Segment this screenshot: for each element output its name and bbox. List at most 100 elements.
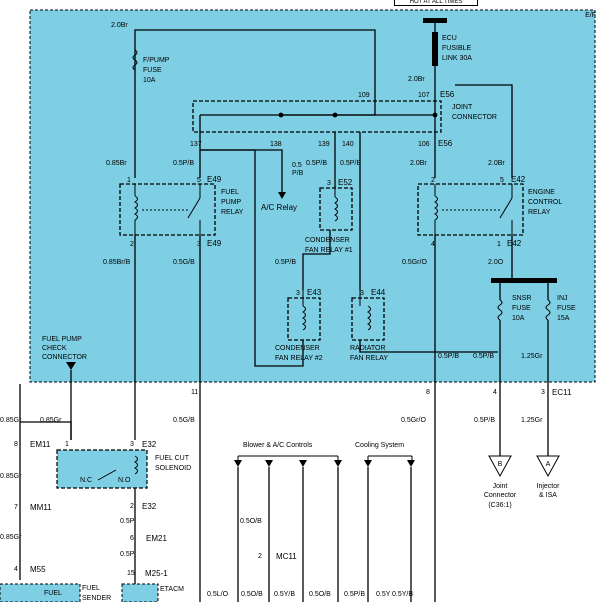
ecr-conn-bottom: E42: [507, 239, 522, 248]
conn-em21: EM21: [146, 534, 167, 543]
conn-mc11: MC11: [276, 552, 297, 561]
conn-m55: M55: [30, 565, 46, 574]
bottom-wire-3: 0.5Y/B: [274, 591, 295, 598]
wire-label-1-25gr-low: 1.25Gr: [521, 417, 543, 424]
fuel-sender-label-1: FUEL: [82, 585, 100, 592]
cfr1-label-2: FAN RELAY #1: [305, 247, 353, 254]
fuel-box-label-1: FUEL: [44, 590, 62, 597]
engine-compartment-area: [29, 9, 596, 383]
wire-label-2-0br-ecu: 2.0Br: [408, 76, 425, 83]
snsr-label-3: 10A: [512, 315, 525, 322]
wire-label-0-85gr-l3: 0.85Gr: [0, 473, 22, 480]
wire-label-0-5pb-bot1: 0.5P/B: [438, 353, 459, 360]
fpr-conn-top: E49: [207, 175, 222, 184]
ground-a-label-1: Injector: [537, 483, 561, 490]
snsr-label-2: FUSE: [512, 305, 531, 312]
snsr-fuse: [497, 299, 503, 321]
ecu-link-label-1: ECU: [442, 35, 457, 42]
ecu-fusible-link: [432, 32, 438, 66]
fuel-pump-relay: [119, 183, 216, 236]
wire-label-2-0br-e42: 2.0Br: [488, 160, 505, 167]
wire-label-2-0br-106: 2.0Br: [410, 160, 427, 167]
wire-label-0-5pb-139: 0.5P/B: [306, 160, 327, 167]
condenser-fan-relay-2: [287, 297, 321, 341]
ecr-pin-5: 5: [500, 177, 504, 184]
mc11-pin: 2: [258, 553, 262, 560]
radiator-fan-relay: [351, 297, 385, 341]
e32-pin-3: 3: [130, 441, 134, 448]
rfr-label-2: FAN RELAY: [350, 355, 388, 362]
conn-e32-bot: E32: [142, 502, 157, 511]
mm11-pin: 7: [14, 504, 18, 511]
jc-pin-140: 140: [342, 141, 354, 148]
wire-label-0-5pb-bot2: 0.5P/B: [473, 353, 494, 360]
wire-label-0-5ob: 0.5O/B: [240, 518, 262, 525]
etacm-box: [121, 583, 159, 602]
joint-connector-e56: [192, 100, 442, 133]
ground-a-label-2: & ISA: [539, 492, 557, 499]
cfr1-conn: E52: [338, 178, 353, 187]
ef-tag: E/F: [585, 12, 596, 19]
inj-fuse: [545, 299, 551, 321]
m55-pin: 4: [14, 566, 18, 573]
ac-relay-arrow: [278, 192, 286, 199]
em11-pin: 8: [14, 441, 18, 448]
ecr-pin-1: 1: [497, 241, 501, 248]
fpr-conn-bottom: E49: [207, 239, 222, 248]
conn-mm11: MM11: [30, 503, 52, 512]
conn-ec11: EC11: [552, 388, 572, 397]
ground-b-letter: B: [498, 461, 503, 468]
bottom-wire-6: 0.5Y: [376, 591, 391, 598]
cooling-section-title: Cooling System: [355, 442, 404, 449]
lower-bus-bar: [491, 278, 557, 283]
jc-conn-bottom: E56: [438, 139, 453, 148]
fpr-switch: [187, 197, 201, 219]
m25-pin: 15: [127, 570, 135, 577]
bottom-wire-7: 0.5Y/B: [392, 591, 413, 598]
ground-a: [536, 455, 560, 478]
ecr-pin-2: 2: [431, 177, 435, 184]
bottom-wire-5: 0.5P/B: [344, 591, 365, 598]
fpcc-arrow: [66, 362, 76, 370]
pin-11: 11: [191, 389, 198, 396]
jc-label-2: CONNECTOR: [452, 114, 497, 121]
fcs-label-2: SOLENOID: [155, 465, 191, 472]
wire-label-0-5p-1: 0.5P: [120, 518, 135, 525]
inj-label-1: INJ: [557, 295, 568, 302]
fpcc-label-1: FUEL PUMP: [42, 336, 82, 343]
wire-label-0-5gro-low: 0.5Gr/O: [401, 417, 426, 424]
wire-label-0-5pb-c2: 0.5P/B: [275, 259, 296, 266]
ecr-label-1: ENGINE: [528, 189, 555, 196]
fpr-pin-2: 2: [130, 241, 134, 248]
wire-label-0-85br: 0.85Br: [106, 160, 127, 167]
jc-conn-top: E56: [440, 90, 455, 99]
inj-label-3: 15A: [557, 315, 570, 322]
bottom-wire-1: 0.5L/O: [207, 591, 229, 598]
jc-label-1: JOINT: [452, 104, 473, 111]
wire-label-0-5p-2: 0.5P: [120, 551, 135, 558]
jc-pin-138: 138: [270, 141, 282, 148]
fuel-cut-solenoid: [56, 449, 148, 489]
fpcc-label-2: CHECK: [42, 345, 67, 352]
wire-label-0-5gb: 0.5G/B: [173, 259, 195, 266]
header-tab: HOT AT ALL TIMES: [394, 0, 478, 6]
ecu-link-label-2: FUSIBLE: [442, 45, 472, 52]
fpr-pin-1: 1: [127, 177, 131, 184]
wire-label-0-85brb: 0.85Br/B: [103, 259, 131, 266]
e32-pin-2: 2: [130, 503, 134, 510]
cfr2-pin: 3: [296, 290, 300, 297]
jc-pin-137: 137: [190, 141, 202, 148]
ground-b: [488, 455, 512, 478]
wire-label-0-5gro: 0.5Gr/O: [402, 259, 427, 266]
cfr1-label-1: CONDENSER: [305, 237, 350, 244]
fpr-pin-5: 5: [197, 177, 201, 184]
wire-label-1-25gr: 1.25Gr: [521, 353, 543, 360]
fpcc-label-3: CONNECTOR: [42, 354, 87, 361]
ground-a-letter: A: [546, 461, 551, 468]
conn-em11: EM11: [30, 440, 51, 449]
wire-label-0-5pb-a: 0.5P/B: [173, 160, 194, 167]
jc-pin-106: 106: [418, 141, 430, 148]
wire-label-2-0br-left: 2.0Br: [111, 22, 128, 29]
blower-section-title: Blower & A/C Controls: [243, 442, 313, 449]
fpump-fuse-label-2: FUSE: [143, 67, 162, 74]
